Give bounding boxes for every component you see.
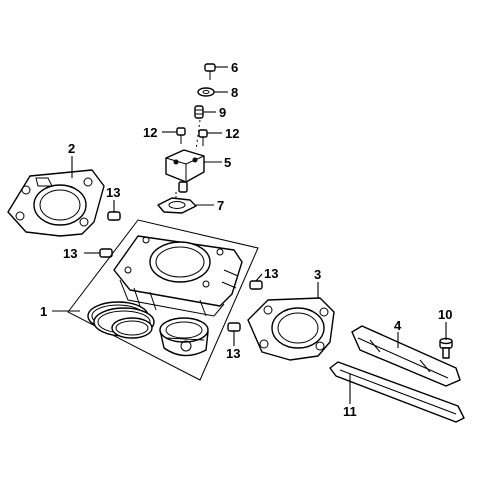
tensioner-part-5 (165, 149, 205, 193)
assembly-axis-line (195, 119, 201, 151)
bolt-part-6 (204, 63, 216, 80)
chain-slide-part-11 (329, 361, 465, 423)
washer-part-8 (197, 87, 215, 97)
dowel-part-13-a (107, 211, 121, 221)
bolt-part-10 (439, 337, 453, 359)
bolt-part-12-right (198, 129, 208, 146)
gasket-part-7 (157, 197, 197, 214)
callout-13-d: 13 (226, 346, 240, 361)
head-gasket-part-2 (7, 169, 105, 237)
callout-9: 9 (219, 105, 226, 120)
chain-guide-part-4 (351, 325, 461, 387)
callout-13-a: 13 (106, 185, 120, 200)
bolt-part-12-left (176, 127, 186, 144)
callout-2: 2 (68, 141, 75, 156)
callout-12-right: 12 (225, 126, 239, 141)
callout-6: 6 (231, 60, 238, 75)
dowel-part-13-c (249, 280, 263, 290)
callout-7: 7 (217, 198, 224, 213)
callout-8: 8 (231, 85, 238, 100)
spring-part-9 (194, 105, 204, 119)
callout-1: 1 (40, 304, 47, 319)
callout-13-b: 13 (63, 246, 77, 261)
callout-4: 4 (394, 318, 402, 333)
callout-3: 3 (314, 267, 321, 282)
dowel-part-13-d (227, 322, 241, 332)
cylinder-kit-part-1 (67, 219, 259, 381)
callout-12-left: 12 (143, 125, 157, 140)
callout-11: 11 (343, 404, 357, 419)
callout-5: 5 (224, 155, 231, 170)
base-gasket-part-3 (247, 297, 335, 361)
callout-10: 10 (438, 307, 452, 322)
leader-lines (52, 66, 447, 404)
callout-13-c: 13 (264, 266, 278, 281)
